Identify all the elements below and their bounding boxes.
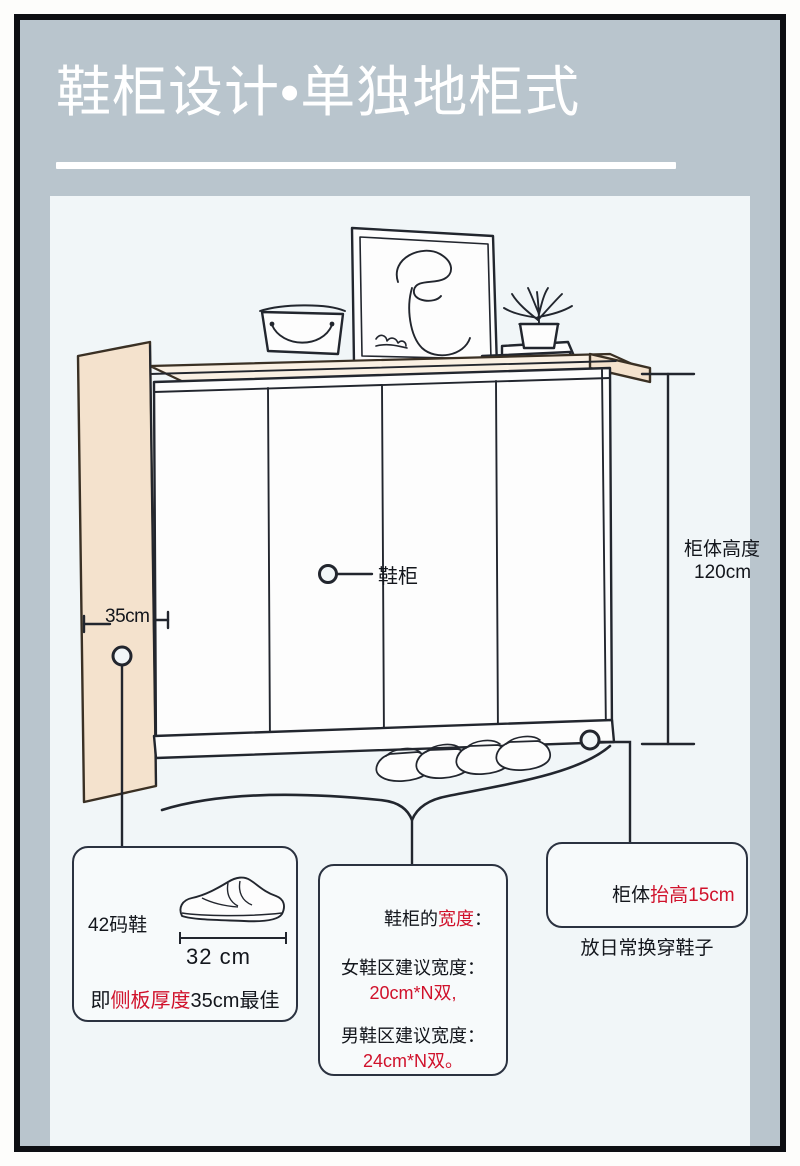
poster-frame: 鞋柜设计•单独地柜式 .ln { fill:none; stroke:#2226… [14,14,786,1152]
header-band: 鞋柜设计•单独地柜式 [20,20,780,192]
width-line-2: 女鞋区建议宽度： [341,958,485,979]
lift-line-1: 柜体抬高15cm [548,857,746,936]
sneaker-icon [179,876,285,923]
width-line-1-red: 宽度 [438,908,474,929]
height-value: 120cm [694,562,752,583]
width-line-4: 男鞋区建议宽度： [341,1026,485,1047]
depth-conclusion: 即侧板厚度35cm最佳 [74,984,296,1013]
potted-plant-icon [503,287,573,350]
callout-depth[interactable]: 42码鞋 32 cm 即侧板厚度35cm最佳 [72,846,298,1022]
picture-frame-icon [350,226,499,370]
callout-lift[interactable]: 柜体抬高15cm 放日常换穿鞋子 [546,842,748,959]
width-line-5: 24cm*N双。 [362,1050,464,1071]
shoe-size-label: 42码鞋 [88,915,148,936]
depth-conclusion-prefix: 即 [90,990,111,1012]
lift-line-2: 放日常换穿鞋子 [580,937,714,959]
cabinet-side-panel [76,340,158,804]
shoe-dimension-label: 32 cm [186,944,251,969]
cabinet-label-leader [318,564,374,584]
title-underline [56,162,676,169]
callout-width[interactable]: 鞋柜的宽度： 女鞋区建议宽度： 20cm*N双, 男鞋区建议宽度： 24cm*N… [318,864,508,1076]
lift-line-1-plain: 柜体 [612,885,651,907]
depth-dimension-label: 35cm [105,606,150,627]
width-line-blank [320,1006,506,1024]
width-line-1-plain: 鞋柜的 [384,908,438,929]
depth-callout-leader [111,645,133,848]
depth-conclusion-red: 侧板厚度 [110,990,191,1012]
shoe-cabinet-illustration: .ln { fill:none; stroke:#22262e; stroke-… [76,226,696,866]
shoe-dimension-rule [179,932,287,944]
slippers-icon [375,735,552,782]
depth-dimension [82,610,170,634]
height-dimension [640,372,696,746]
basket-icon [259,304,346,356]
depth-conclusion-suffix: 35cm最佳 [190,990,280,1012]
width-line-1-tail: ： [474,908,492,929]
lift-callout-leader [579,729,632,844]
height-label: 柜体高度 [684,539,761,560]
lift-line-1-red: 抬高15cm [650,885,735,907]
width-line-1: 鞋柜的宽度： [320,882,506,956]
cabinet-label: 鞋柜 [378,566,418,588]
diagram-canvas: .ln { fill:none; stroke:#22262e; stroke-… [50,196,760,1146]
width-line-3: 20cm*N双, [369,983,457,1004]
page-title: 鞋柜设计•单独地柜式 [56,61,581,123]
